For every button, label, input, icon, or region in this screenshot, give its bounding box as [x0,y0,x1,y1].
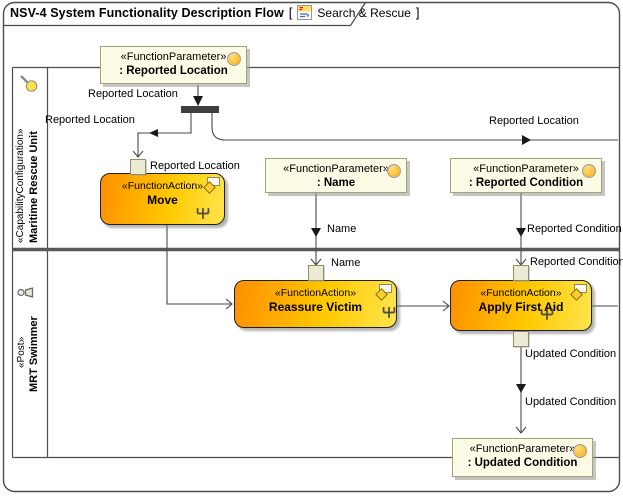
flow-label: Name [327,223,357,235]
parameter-name-node[interactable]: «FunctionParameter» : Name [265,158,407,193]
rake-icon [540,309,554,320]
flow-label: Reported Location [45,114,135,126]
action-name: Apply First Aid [478,300,564,314]
flow-label: Reported Condition [527,223,622,235]
parameter-circle-icon [582,164,596,178]
parameter-name: : Reported Location [119,65,228,77]
parameter-circle-icon [387,164,401,178]
output-pin-apply-first-aid[interactable] [513,331,529,347]
parameter-reported-condition[interactable]: «FunctionParameter» : Reported Condition [450,158,602,193]
parameter-updated-condition[interactable]: «FunctionParameter» : Updated Condition [452,438,593,477]
stereotype-label: «FunctionParameter» [469,443,576,455]
fork-node[interactable] [181,106,219,113]
flow-label: Reported Location [489,115,579,127]
flow-label: Reported Location [150,160,240,172]
bracket-close: ] [415,5,420,20]
lane-stereotype: «CapabilityConfiguration» [15,128,26,243]
diagram-title: NSV-4 System Functionality Description F… [10,5,284,20]
capability-configuration-icon [19,74,39,99]
stereotype-label: «FunctionAction» [274,287,357,299]
action-name: Reassure Victim [268,300,363,314]
diagram-context-name: Search & Rescue [317,5,411,20]
nsv-diagram-icon [297,5,313,20]
post-person-icon [17,285,40,301]
flow-label: Name [331,257,361,269]
lane-name: Maritime Rescue Unit [28,131,40,243]
parameter-circle-icon [227,52,241,66]
parameter-name: : Updated Condition [467,457,578,469]
stereotype-label: «FunctionAction» [121,180,204,192]
diagram-title-bar: NSV-4 System Functionality Description F… [10,5,419,20]
stereotype-label: «FunctionParameter» [120,51,227,63]
action-reassure-victim[interactable]: «FunctionAction» Reassure Victim [234,280,397,328]
stereotype-label: «FunctionAction» [480,287,562,299]
flow-label: Reported Location [88,88,178,100]
input-pin-move[interactable] [130,159,146,175]
input-pin-reassure-victim[interactable] [308,265,324,281]
parameter-reported-location[interactable]: «FunctionParameter» : Reported Location [100,46,247,84]
action-name: Move [147,193,178,207]
action-move[interactable]: «FunctionAction» Move [100,173,225,225]
rake-icon [382,307,396,318]
flow-label: Reported Condition [530,256,623,268]
stereotype-label: «FunctionParameter» [473,163,579,175]
stereotype-label: «FunctionParameter» [283,163,389,175]
lane-stereotype: «Post» [16,336,27,368]
action-apply-first-aid[interactable]: «FunctionAction» Apply First Aid [450,280,592,331]
bracket-open: [ [288,5,293,20]
parameter-name: : Reported Condition [468,177,584,189]
parameter-name: : Name [316,177,356,189]
rake-icon [196,208,210,219]
input-pin-apply-first-aid[interactable] [513,265,529,281]
flow-label: Updated Condition [525,348,617,360]
lane-name: MRT Swimmer [28,316,40,392]
flow-label: Updated Condition [525,396,617,408]
parameter-circle-icon [573,444,587,458]
